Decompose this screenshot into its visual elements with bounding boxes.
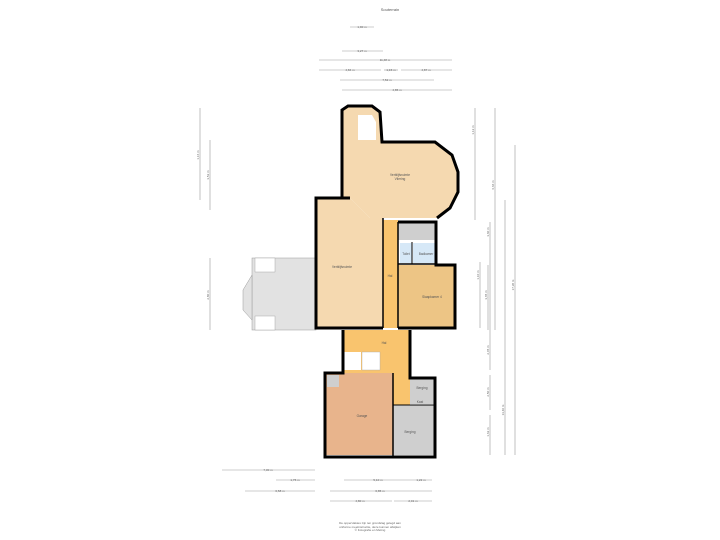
room-label: Berging <box>417 386 428 390</box>
room-label: Toilet <box>402 252 410 256</box>
dimension-lines-right: 1,12 m 6,66 m 3,60 m 1,10 m 3,65 m 2,45 … <box>471 108 516 455</box>
footer-disclaimer: De oppervlaktes zijn ten grondslag geleg… <box>339 521 401 533</box>
room-label: Garage <box>357 414 368 418</box>
svg-text:4,85 m: 4,85 m <box>392 88 402 92</box>
room-storage-large <box>393 405 435 455</box>
room-label: Hal <box>388 274 393 278</box>
room-label: Vliering <box>395 177 406 181</box>
room-label: Verblijfsruimte <box>332 265 352 269</box>
svg-text:4,80 m: 4,80 m <box>355 499 365 503</box>
room-label: Verblijfsruimte <box>390 173 410 177</box>
room-label: Kast <box>417 400 423 404</box>
floor-title: Souterrain <box>381 7 399 12</box>
svg-text:2,45 m: 2,45 m <box>486 345 490 355</box>
svg-text:1,12 m: 1,12 m <box>471 125 475 135</box>
room-label: Slaapkamer 4 <box>422 295 442 299</box>
room-bedroom <box>398 265 455 328</box>
svg-text:1,10 m: 1,10 m <box>476 270 480 280</box>
walls <box>314 104 460 459</box>
svg-text:6,85 m: 6,85 m <box>375 489 385 493</box>
room-hall-upper <box>383 220 398 328</box>
room-toilet <box>400 243 412 263</box>
dimension-lines-top: 1,90 m 3,27 m 11,48 m 4,84 m 1,15 m 4,87… <box>319 25 452 92</box>
dimension-lines-bottom: 7,30 m 1,75 m 5,10 m 1,22 m 6,58 m 6,85 … <box>222 468 432 503</box>
svg-text:17,38 m: 17,38 m <box>511 279 515 290</box>
svg-text:7,30 m: 7,30 m <box>263 468 273 472</box>
svg-text:13,40 m: 13,40 m <box>501 404 505 415</box>
svg-text:3,60 m: 3,60 m <box>486 227 490 237</box>
room-living <box>316 198 383 328</box>
svg-text:6,66 m: 6,66 m <box>491 180 495 190</box>
svg-text:2,50 m: 2,50 m <box>486 387 490 397</box>
svg-text:1,90 m: 1,90 m <box>357 25 367 29</box>
room-storage-small <box>410 378 434 404</box>
svg-text:7,52 m: 7,52 m <box>382 78 392 82</box>
svg-text:1,22 m: 1,22 m <box>416 478 426 482</box>
svg-text:6,58 m: 6,58 m <box>275 489 285 493</box>
room-storage-top <box>398 222 436 240</box>
svg-text:1,16 m: 1,16 m <box>196 150 200 160</box>
svg-text:3,52 m: 3,52 m <box>206 170 210 180</box>
svg-text:1,62 m: 1,62 m <box>486 427 490 437</box>
room-bath <box>413 243 435 263</box>
svg-text:3,65 m: 3,65 m <box>484 290 488 300</box>
room-label: Berging <box>405 430 416 434</box>
svg-text:3,27 m: 3,27 m <box>357 49 367 53</box>
svg-text:4,87 m: 4,87 m <box>421 68 431 72</box>
svg-text:2,01 m: 2,01 m <box>408 499 418 503</box>
room-label: Hal <box>382 341 387 345</box>
svg-text:2,80 m: 2,80 m <box>206 290 210 300</box>
svg-text:5,10 m: 5,10 m <box>373 478 383 482</box>
svg-text:1,15 m: 1,15 m <box>386 68 396 72</box>
svg-text:11,48 m: 11,48 m <box>380 58 391 62</box>
dimension-lines-left: 1,16 m 3,52 m 2,80 m <box>196 108 211 330</box>
svg-text:4,84 m: 4,84 m <box>345 68 355 72</box>
svg-text:1,75 m: 1,75 m <box>290 478 300 482</box>
room-label: Badkamer <box>419 252 434 256</box>
terrace <box>242 257 317 331</box>
